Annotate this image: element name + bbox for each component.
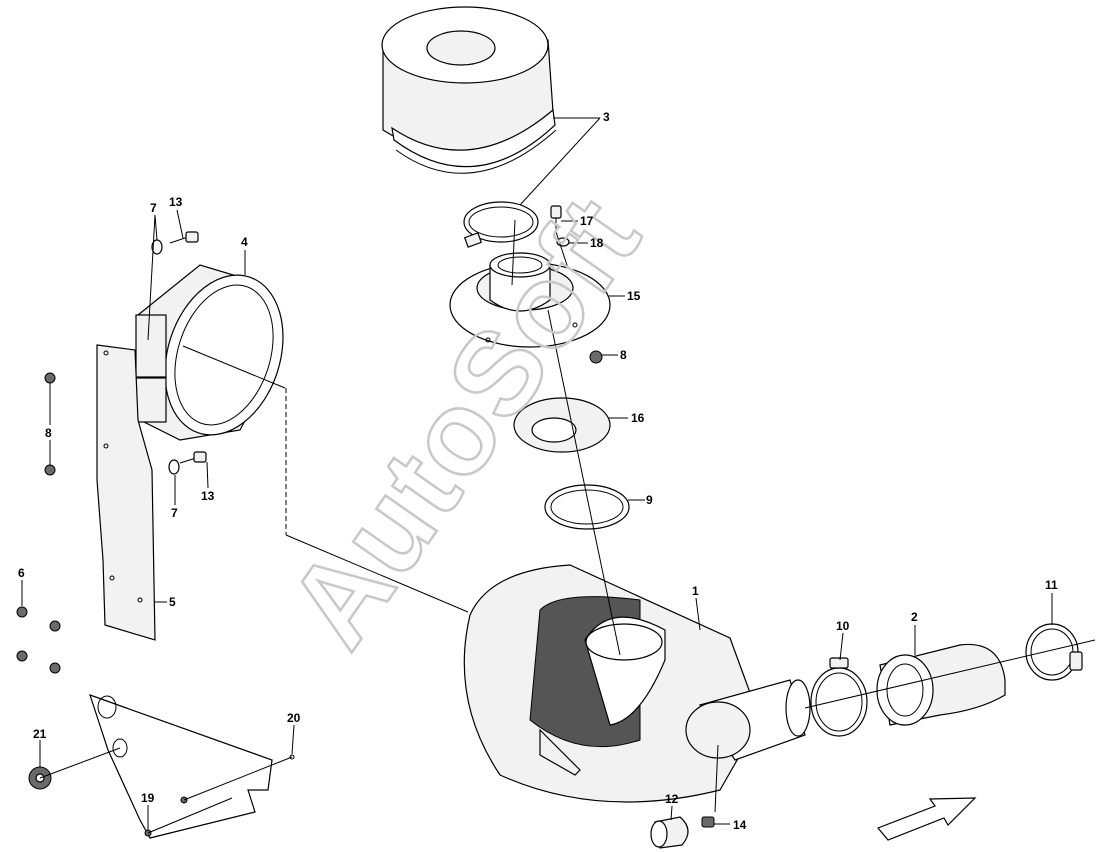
part-10-clamp: [810, 657, 868, 737]
callout-7: 7: [150, 201, 157, 215]
assembly-lines: [39, 219, 1096, 834]
part-8-nut-lower: [44, 464, 56, 476]
callout-12: 12: [665, 792, 679, 806]
callout-labels: 3 7 13 4 17 18 15 8 8 16 13 7 9 6 5 1 11…: [18, 110, 1058, 832]
callout-9: 9: [646, 493, 653, 507]
callout-18: 18: [590, 236, 604, 250]
upper-clamp-ring: [463, 201, 539, 248]
callout-19: 19: [141, 791, 155, 805]
callout-1: 1: [692, 584, 699, 598]
callout-17: 17: [580, 214, 594, 228]
part-9-o-ring: [544, 484, 630, 530]
callout-20: 20: [287, 711, 301, 725]
part-13-bolt-lower: [179, 451, 207, 464]
part-12-cap: [650, 816, 689, 849]
callout-4: 4: [241, 235, 248, 249]
part-1-filter-housing: [463, 564, 811, 813]
part-16-seal: [513, 397, 611, 453]
callout-14: 14: [733, 818, 747, 832]
callout-10: 10: [836, 619, 850, 633]
callout-3: 3: [603, 110, 610, 124]
part-8-nut-right: [589, 350, 603, 364]
part-3-filter-cover: [381, 6, 557, 174]
callout-15: 15: [627, 289, 641, 303]
part-14-fitting: [701, 816, 715, 828]
callout-13: 13: [169, 195, 183, 209]
callout-7: 7: [171, 506, 178, 520]
part-7-washer-lower: [168, 459, 180, 475]
callout-6: 6: [18, 566, 25, 580]
callout-13: 13: [201, 489, 215, 503]
callout-21: 21: [33, 727, 47, 741]
callout-8: 8: [620, 348, 627, 362]
part-2-hose: [876, 643, 1006, 726]
callout-5: 5: [169, 595, 176, 609]
callout-16: 16: [631, 411, 645, 425]
part-6-bolts: [16, 606, 61, 674]
part-11-clamp: [1025, 623, 1083, 681]
leader-lines: [21, 117, 1053, 830]
part-8-nut-upper: [44, 372, 56, 384]
part-5-support-arm: [96, 344, 156, 641]
callout-2: 2: [911, 610, 918, 624]
part-17-bolt: [550, 205, 562, 232]
part-4-bracket-housing: [135, 264, 284, 441]
part-20-lower-plate: [89, 694, 295, 839]
direction-arrow-icon: [877, 797, 977, 841]
part-13-bolt-upper: [169, 231, 199, 244]
callout-11: 11: [1045, 578, 1058, 592]
callout-8: 8: [45, 426, 52, 440]
part-15-mounting-plate: [449, 252, 611, 348]
